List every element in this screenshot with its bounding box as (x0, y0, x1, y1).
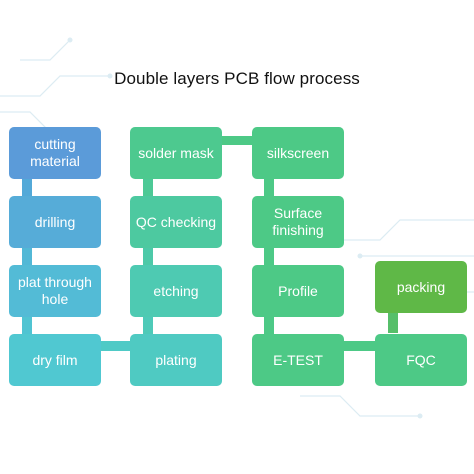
step-surface-finishing: Surface finishing (252, 196, 344, 248)
step-plating: plating (130, 334, 222, 386)
connector-etching-qc (143, 247, 153, 265)
step-e-test: E-TEST (252, 334, 344, 386)
diagram-title: Double layers PCB flow process (114, 69, 360, 88)
step-dry-film: dry film (9, 334, 101, 386)
step-silkscreen: silkscreen (252, 127, 344, 179)
step-fqc: FQC (375, 334, 467, 386)
step-packing: packing (375, 261, 467, 313)
step-qc-checking: QC checking (130, 196, 222, 248)
step-profile: Profile (252, 265, 344, 317)
connector-silkscreen-surface (264, 178, 274, 196)
connector-dryfilm-plating (100, 341, 132, 351)
connector-soldermask-silkscreen (222, 136, 253, 145)
connector-cutting-drilling (22, 178, 32, 196)
connector-surface-profile (264, 247, 274, 265)
connector-plat-dryfilm (22, 316, 32, 334)
connector-plating-etching (143, 316, 153, 334)
step-etching: etching (130, 265, 222, 317)
connector-qc-soldermask (143, 178, 153, 196)
connector-drilling-plat (22, 247, 32, 265)
step-drilling: drilling (9, 196, 101, 248)
connector-etest-fqc (344, 341, 375, 351)
step-cutting-material: cutting material (9, 127, 101, 179)
connector-fqc-packing (388, 313, 398, 333)
step-solder-mask: solder mask (130, 127, 222, 179)
step-plat-through-hole: plat through hole (9, 265, 101, 317)
connector-profile-etest (264, 316, 274, 334)
